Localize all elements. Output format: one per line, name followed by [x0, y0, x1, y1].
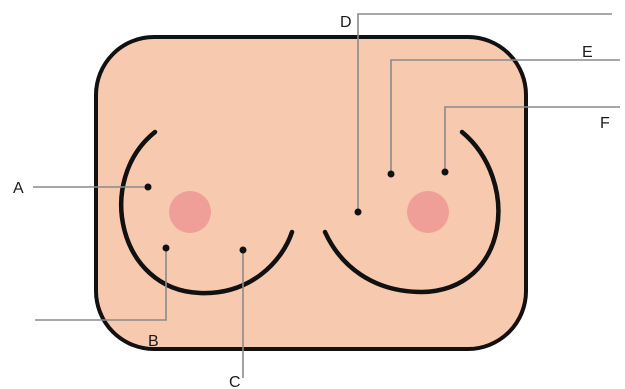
left-areola: [169, 191, 211, 233]
marker-dot-c: [240, 247, 247, 254]
label-e: E: [582, 44, 593, 61]
label-f: F: [600, 115, 610, 132]
label-c: C: [229, 374, 241, 389]
label-a: A: [13, 180, 24, 197]
marker-dot-d: [355, 209, 362, 216]
marker-dot-a: [145, 184, 152, 191]
marker-dot-f: [442, 169, 449, 176]
label-d: D: [340, 14, 352, 31]
torso-shape: [96, 37, 526, 349]
right-areola: [407, 191, 449, 233]
marker-dot-b: [163, 245, 170, 252]
marker-dot-e: [388, 171, 395, 178]
label-b: B: [148, 333, 159, 350]
